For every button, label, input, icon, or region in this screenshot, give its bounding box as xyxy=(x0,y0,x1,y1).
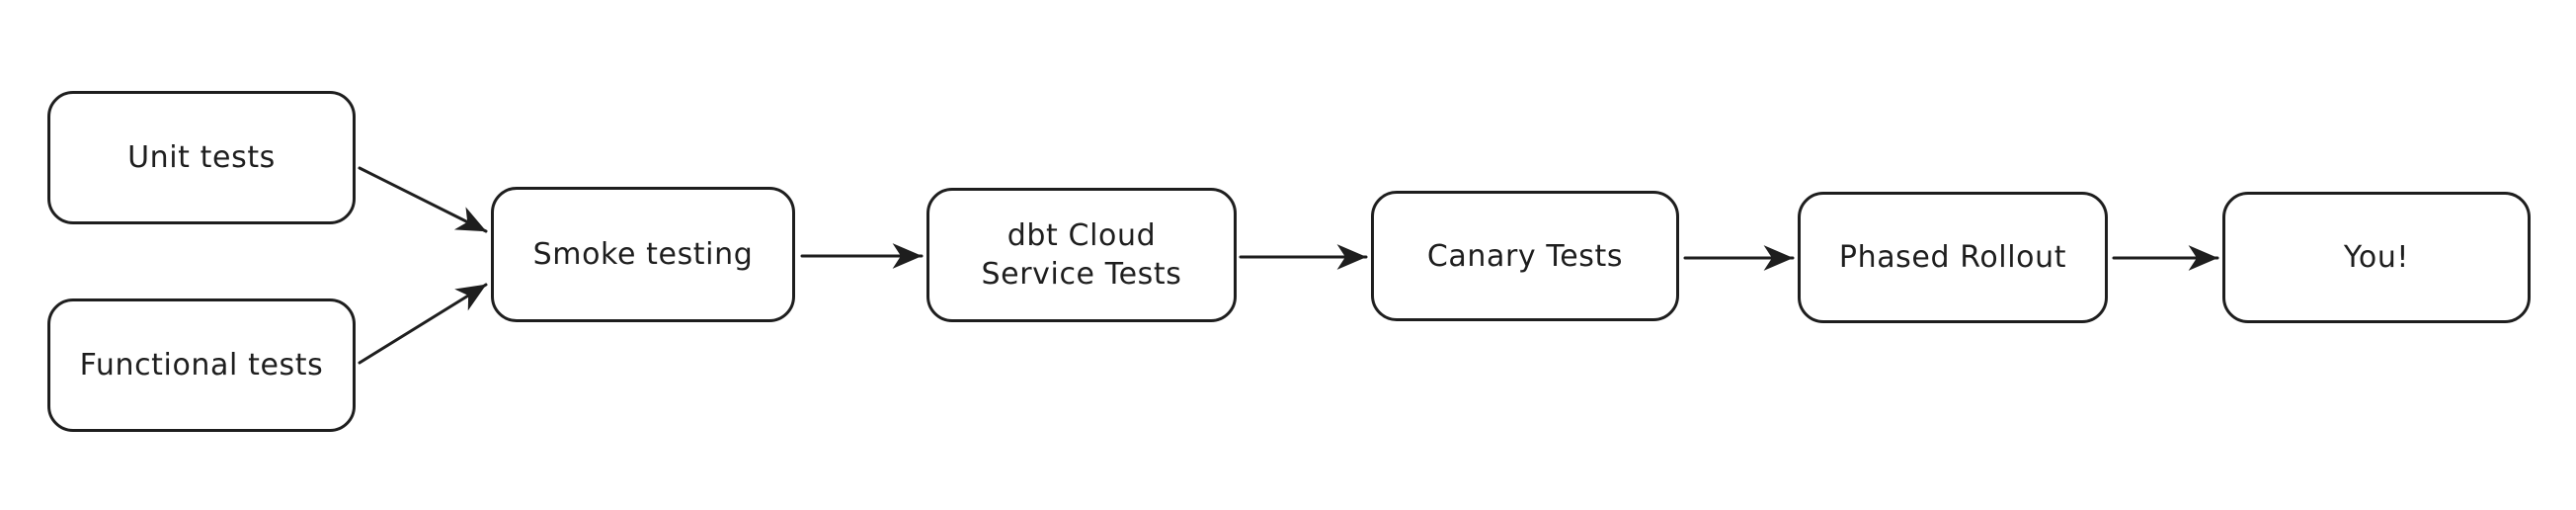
node-canary-tests[interactable]: Canary Tests xyxy=(1371,191,1679,321)
edge-unit-to-smoke xyxy=(358,166,488,233)
node-smoke-testing[interactable]: Smoke testing xyxy=(491,187,795,322)
node-functional-tests[interactable]: Functional tests xyxy=(47,298,356,432)
edge-functional-to-smoke xyxy=(358,283,488,365)
node-label-phased-rollout: Phased Rollout xyxy=(1838,240,2067,275)
node-label-functional-tests: Functional tests xyxy=(79,348,324,382)
node-unit-tests[interactable]: Unit tests xyxy=(47,91,356,224)
node-you[interactable]: You! xyxy=(2222,192,2531,323)
node-label-unit-tests: Unit tests xyxy=(127,140,276,175)
node-dbt-cloud-service-tests[interactable]: dbt Cloud Service Tests xyxy=(926,188,1237,322)
node-label-dbt-cloud-service-tests: dbt Cloud Service Tests xyxy=(981,218,1182,292)
node-phased-rollout[interactable]: Phased Rollout xyxy=(1798,192,2108,323)
node-label-smoke-testing: Smoke testing xyxy=(532,237,754,272)
node-label-you: You! xyxy=(2343,240,2410,275)
node-label-canary-tests: Canary Tests xyxy=(1426,238,1624,274)
